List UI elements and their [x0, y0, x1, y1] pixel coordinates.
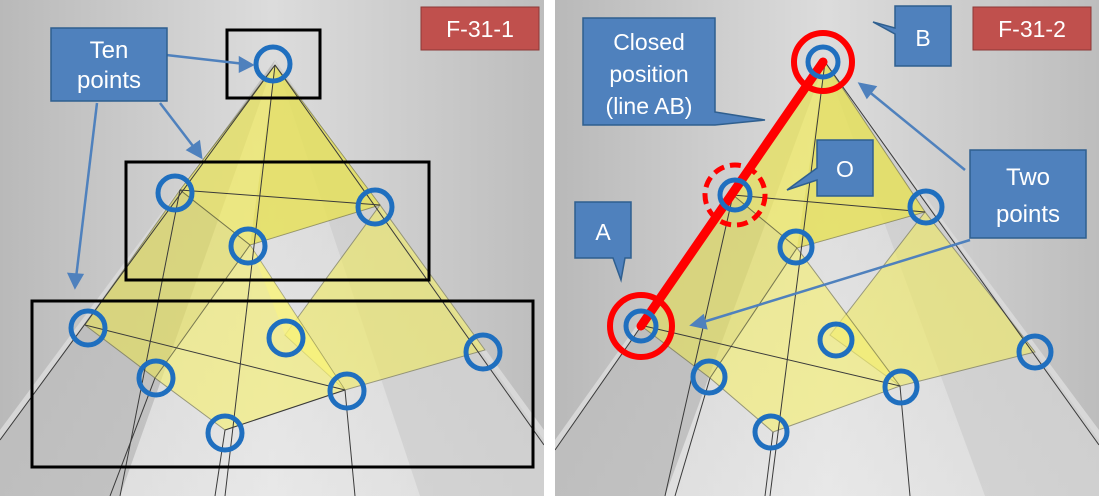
- tag-text: F-31-2: [998, 16, 1066, 42]
- callout-label-o: O: [786, 139, 874, 197]
- diagram-f-31-1: Ten points F-31-1: [0, 0, 544, 496]
- point-marker-b: [805, 44, 841, 80]
- panel-f-31-2: Closed position (line AB) B O A Two poin…: [555, 0, 1099, 496]
- tag-text: F-31-1: [446, 16, 514, 42]
- callout-box: [582, 17, 766, 126]
- point-marker: [690, 358, 728, 396]
- frame-middle: [124, 160, 431, 282]
- panel-f-31-1: Ten points F-31-1: [0, 0, 544, 496]
- callout-box: [786, 139, 874, 197]
- point-marker: [266, 318, 306, 358]
- line-ab: [636, 57, 828, 331]
- point-marker-o: [717, 177, 753, 213]
- highlight-ring-a: [607, 292, 675, 360]
- point-marker: [327, 371, 367, 411]
- callout-box: [50, 27, 168, 102]
- callout-text-line-2: position: [609, 61, 688, 87]
- tag-box: [972, 6, 1092, 51]
- frame-bottom: [30, 299, 535, 469]
- highlight-ring-b: [791, 30, 855, 94]
- callout-ten-points: Ten points: [50, 27, 168, 102]
- callout-text-line-1: Ten: [90, 37, 129, 64]
- point-marker: [1016, 333, 1054, 371]
- point-marker: [777, 228, 815, 266]
- callout-closed-position: Closed position (line AB): [582, 17, 766, 126]
- callout-box: [872, 5, 952, 67]
- callout-text-line-1: Closed: [613, 29, 685, 55]
- point-marker: [752, 413, 790, 451]
- point-marker: [907, 188, 945, 226]
- pyramid-top-face: [250, 65, 380, 245]
- figure-tag: F-31-1: [420, 6, 540, 51]
- callout-box: [969, 149, 1087, 239]
- callout-text: A: [595, 219, 611, 245]
- callout-box: [574, 201, 632, 283]
- pyramid-stack: [639, 61, 1036, 433]
- point-marker: [355, 187, 395, 227]
- tag-box: [420, 6, 540, 51]
- point-marker: [463, 332, 503, 372]
- point-marker-a: [623, 308, 659, 344]
- point-marker: [228, 226, 268, 266]
- point-marker: [253, 44, 293, 84]
- point-marker: [882, 368, 920, 406]
- point-marker: [136, 358, 176, 398]
- edge-lines: [0, 64, 544, 496]
- point-markers: [623, 44, 1054, 451]
- diagram-f-31-2: Closed position (line AB) B O A Two poin…: [555, 0, 1099, 496]
- callout-arrows: [689, 82, 971, 330]
- callout-two-points: Two points: [969, 149, 1087, 239]
- grouping-frames: [30, 28, 535, 469]
- callout-label-b: B: [872, 5, 952, 67]
- callout-text-line-2: points: [996, 201, 1060, 228]
- callout-text-line-2: points: [77, 67, 141, 94]
- callout-text-line-1: Two: [1006, 164, 1050, 191]
- point-marker: [817, 321, 855, 359]
- highlight-ring-o-dashed: [702, 162, 768, 228]
- frame-top: [225, 28, 322, 100]
- point-marker: [68, 308, 108, 348]
- point-marker: [205, 413, 245, 453]
- point-markers: [68, 44, 503, 453]
- callout-label-a: A: [574, 201, 632, 283]
- callout-text: B: [915, 25, 930, 51]
- callout-text-line-3: (line AB): [606, 93, 693, 119]
- callout-text: O: [836, 156, 854, 182]
- figure-tag: F-31-2: [972, 6, 1092, 51]
- pyramid-stack: [84, 64, 486, 431]
- point-marker: [155, 173, 195, 213]
